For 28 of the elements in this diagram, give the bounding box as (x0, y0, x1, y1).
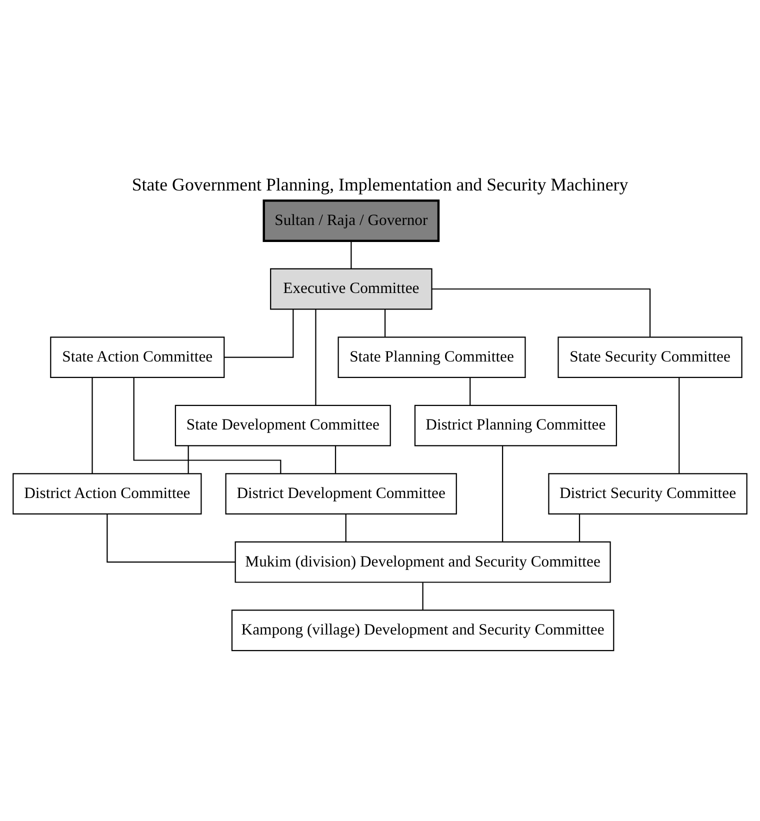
connector (315, 308, 316, 405)
connector (422, 582, 424, 610)
node-box: State Planning Committee (338, 336, 526, 378)
node-box: State Security Committee (558, 336, 742, 378)
diagram-title: State Government Planning, Implementation and Security Machinery (132, 174, 628, 194)
node-box: District Development Committee (225, 472, 457, 514)
node-box: Mukim (division) Development and Security Committee (234, 540, 611, 582)
connector (678, 376, 680, 474)
node-box: State Action Committee (50, 336, 225, 378)
connector (350, 240, 352, 268)
connector (502, 445, 504, 542)
connector (188, 446, 189, 473)
node-box: District Action Committee (12, 472, 202, 514)
connector (224, 308, 294, 358)
connector (345, 514, 346, 542)
node-box: State Development Committee (174, 404, 391, 446)
node-box: District Planning Committee (414, 404, 617, 446)
connector (470, 377, 471, 405)
connector (384, 308, 386, 336)
node-box: Sultan / Raja / Governor (262, 198, 440, 242)
connector (106, 514, 236, 562)
node-box: Kampong (village) Development and Security Committee (231, 609, 614, 651)
connector (334, 446, 336, 473)
node-box: Executive Committee (270, 268, 432, 310)
connector (578, 514, 580, 542)
node-box: District Security Committee (548, 472, 748, 514)
connector (432, 288, 651, 336)
connector (92, 376, 93, 474)
